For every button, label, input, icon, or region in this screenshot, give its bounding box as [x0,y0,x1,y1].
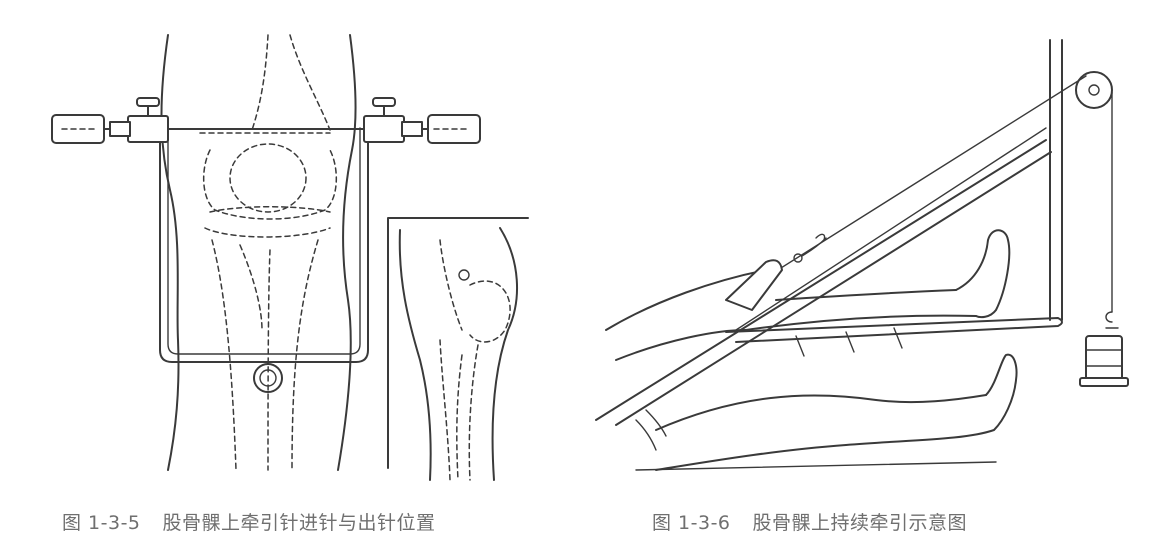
traction-rope [745,75,1087,291]
pulley-axle [1088,84,1100,96]
femur-right-edge [289,34,331,131]
thigh-upper [605,269,767,331]
right-clamp [363,115,405,143]
figure-number-right: 图 1-3-6 [652,512,731,534]
thigh-right-contour [337,34,357,471]
lower-leg-top [775,289,957,301]
figure-left: 图 1-3-5 股骨髁上牵引针进针与出针位置 [51,34,529,535]
femur-left-edge [251,34,269,131]
tibia-inner [267,249,271,471]
sling-1 [795,335,805,357]
lower-leg-bottom [745,314,977,331]
rest-leg-sheet [635,419,657,451]
left-clamp-screw [136,97,160,107]
thigh-lower [615,329,747,361]
inset-leg-front [398,229,432,481]
figure-caption-left: 图 1-3-5 股骨髁上牵引针进针与出针位置 [62,508,436,535]
traction-bow-inner [167,127,361,355]
traction-bow [159,127,369,363]
figure-caption-right: 图 1-3-6 股骨髁上持续牵引示意图 [652,508,967,535]
sling-2 [845,331,855,353]
knee-traction-bow [725,259,783,311]
inset-condyle [469,280,511,343]
inset-tibia-front [439,339,451,481]
inset-leg-back [491,227,518,481]
pulley [1075,71,1113,109]
bow-ring-inner [259,369,277,387]
fibula-edge [239,244,263,331]
bed-line [635,461,997,471]
right-clamp-screw [372,97,396,107]
inset-fibula [456,354,463,481]
figure-title-right: 股骨髁上持续牵引示意图 [752,512,968,534]
inset-pin-entry [458,269,470,281]
inset-frame [387,217,529,469]
tibia-left-edge [211,239,237,471]
foot [955,229,1011,319]
tibia-plateau [204,227,331,238]
inset-tibia-back [468,344,479,481]
frame-base [725,317,1063,343]
rest-leg-top [655,394,987,431]
frame-rail-inner [615,151,1052,426]
rest-foot [655,353,1018,471]
inset-femur [439,239,463,331]
joint-line [209,206,331,213]
figure-title-left: 股骨髁上牵引针进针与出针位置 [162,512,436,534]
tibia-right-edge [291,239,319,471]
knee-traction-pin-illustration [51,34,529,481]
figure-number-left: 图 1-3-5 [62,512,141,534]
frame-rail-outer [595,139,1047,421]
femoral-condyles [202,149,338,220]
sling-3 [893,327,903,349]
figure-right: 图 1-3-6 股骨髁上持续牵引示意图 [576,0,1152,550]
patella [229,143,307,213]
left-clamp [127,115,169,143]
skeletal-traction-setup-illustration [595,39,1129,471]
left-pin-holder [51,114,105,144]
thigh-left-contour [160,34,180,471]
traction-weight [1085,335,1123,383]
